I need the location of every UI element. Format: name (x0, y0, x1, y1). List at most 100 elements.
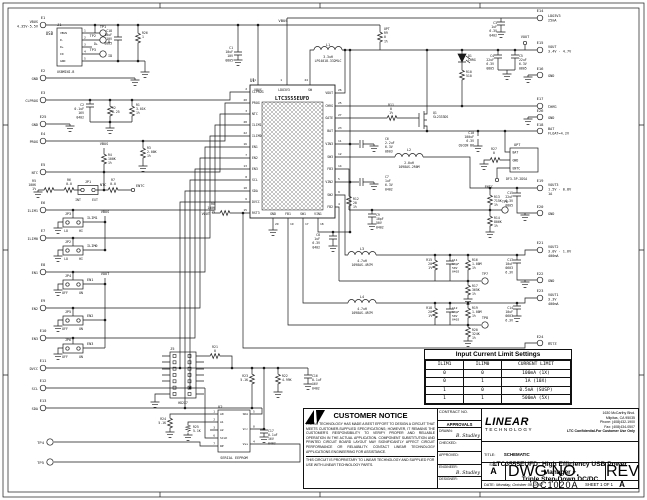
limit-table-row: 1 0 0.5mA (SUSP) (425, 385, 571, 395)
ic-pin-fb1: FB1 (285, 212, 291, 216)
ic-pin-number: 8 (245, 175, 247, 179)
label-vout: VOUT (101, 272, 110, 276)
label-gnd: GND (548, 116, 554, 120)
junction-dot (276, 366, 280, 370)
label-e20: E20 (537, 204, 545, 209)
header-pin-pad (172, 354, 177, 358)
label-gnd: GND (548, 279, 554, 283)
header-pin-pad (187, 385, 192, 390)
label-en1: EN1 (87, 278, 93, 282)
junction-dot (71, 336, 75, 340)
junction-dot (348, 230, 352, 234)
eeprom-pin-number: 8 (253, 425, 255, 429)
junction-dot (262, 427, 266, 431)
dwg-label: DWG NO. (508, 463, 580, 480)
label-e16: E16 (537, 66, 545, 71)
junction-dot (188, 386, 192, 390)
company-address: 1630 McCarthy Blvd. Milpitas, CA 95035 P… (567, 411, 635, 439)
label-chrg: CHRG (548, 105, 556, 109)
label-u1: U1 (250, 78, 255, 83)
header-pin-pad (187, 366, 192, 371)
ic-pin-chrg: CHRG (325, 104, 333, 108)
junction-dot (136, 59, 140, 63)
junction-dot (466, 253, 470, 257)
junction-dot (425, 129, 429, 133)
label-lo: LO (64, 257, 68, 261)
approval-label: CHECKED: (439, 440, 457, 445)
ic-pin-number: 10 (243, 186, 247, 190)
eeprom-pin-sclk: SCLK (220, 436, 227, 440)
eeprom-u2 (217, 409, 251, 453)
ic-pin-number: 29 (275, 222, 279, 226)
junction-dot (178, 366, 182, 370)
eeprom-pin-number: 1 (213, 410, 215, 414)
header-pin-pad (172, 366, 177, 371)
junction-dot (466, 301, 470, 305)
label-jp2: JP2 (65, 240, 71, 244)
label-ilim0: ILIM0 (27, 237, 38, 241)
label-hi: HI (79, 257, 83, 261)
label-sda: SDA (32, 407, 39, 411)
junction-dot (93, 23, 97, 27)
limit-table-header-row: ILIM1 ILIM0 CURRENT LIMIT (425, 360, 571, 370)
ic-pin-number: 22 (243, 131, 247, 135)
label-tp5: TP5 (37, 460, 44, 465)
address-line: Fax: (408)434-0507 (604, 424, 635, 429)
header-pin-pad (172, 392, 177, 396)
junction-dot (141, 139, 145, 143)
junction-dot (515, 301, 519, 305)
label-jp6: JP6 (65, 338, 71, 342)
label-e21: E21 (537, 240, 545, 245)
label-vbus: VBUS (278, 18, 288, 23)
ic-pin-vin3: VIN3 (325, 142, 333, 146)
ic-pin-fb2: FB2 (327, 205, 333, 209)
label-scl: SCL (32, 387, 38, 391)
header-pin-pad (172, 379, 177, 384)
customer-notice-title: CUSTOMER NOTICE (333, 411, 408, 420)
junction-dot (515, 186, 519, 190)
usb-pin-number: 3 (84, 43, 86, 47)
approval-label: APPROVED: (439, 452, 459, 457)
label-l2: L2 (407, 148, 411, 152)
led-chrg-icon (457, 53, 471, 64)
junction-dot (103, 282, 107, 286)
label-l4: L4 (360, 295, 364, 299)
ic-pin-scl: SCL (252, 178, 258, 182)
ic-pin-number: 25 (338, 101, 342, 105)
junction-dot (262, 366, 266, 370)
junction-dot (488, 186, 492, 190)
ic-pin-number: 12 (338, 152, 342, 156)
label-en3: EN3 (32, 337, 38, 341)
ic-pin-gate: GATE (325, 116, 333, 120)
ic-pin-number: 27 (338, 113, 342, 117)
junction-dot (102, 188, 106, 192)
junction-dot (116, 23, 120, 27)
junction-dot (348, 142, 352, 146)
ic-pin-sw1: SW1 (300, 212, 306, 216)
label-e24: E24 (537, 334, 545, 339)
ic-pin-number: 6 (245, 197, 247, 201)
label-tp8: TP8 (482, 316, 488, 320)
usb-pin-number: 2 (84, 36, 86, 40)
ic-pin-dvcc: DVCC (252, 200, 260, 204)
header-pin-pad (172, 360, 177, 365)
label-clprog: CLPROG (25, 99, 38, 103)
label-jp3: JP3 (65, 212, 71, 216)
